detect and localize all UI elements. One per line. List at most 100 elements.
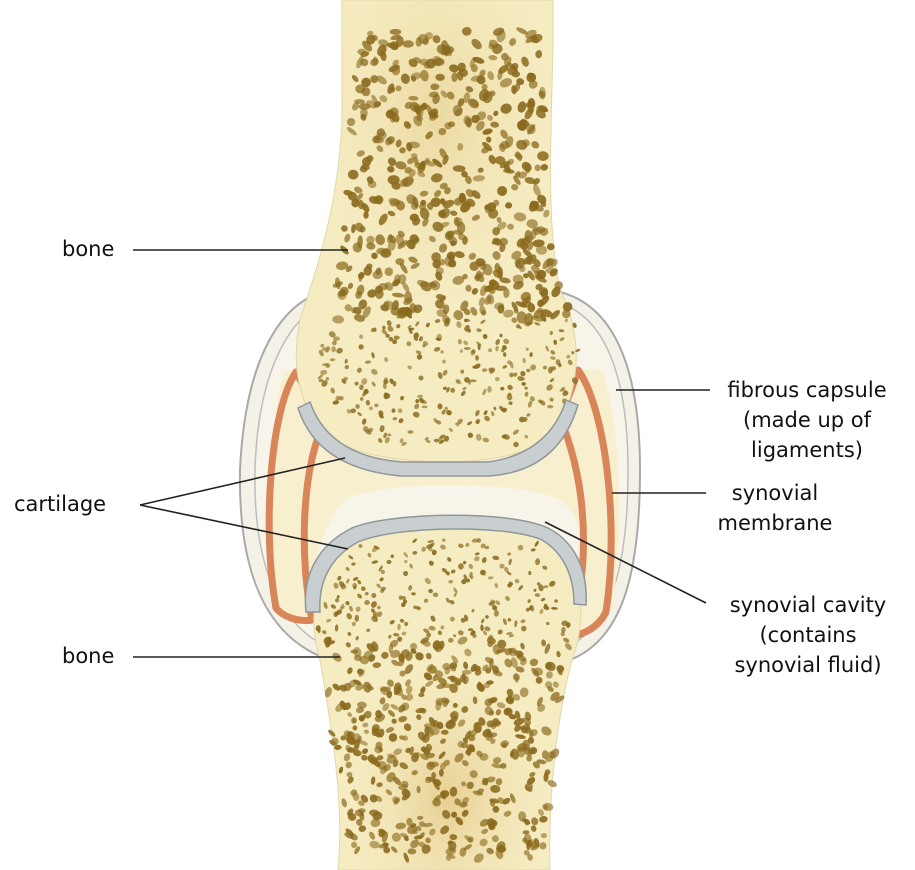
- bone-pore: [358, 299, 368, 310]
- bone-pore: [526, 124, 536, 135]
- bone-pore: [413, 337, 419, 341]
- bone-pore: [358, 334, 364, 339]
- bone-pore: [533, 588, 537, 592]
- bone-pore: [423, 628, 430, 634]
- bone-pore: [490, 784, 501, 793]
- bone-pore: [400, 73, 410, 84]
- bone-pore: [535, 245, 548, 255]
- bone-pore: [531, 817, 539, 826]
- bone-pore: [433, 782, 440, 791]
- bone-pore: [371, 369, 378, 375]
- bone-pore: [546, 258, 558, 268]
- bone-pore: [447, 557, 452, 562]
- bone-pore: [393, 685, 402, 696]
- bone-pore: [464, 377, 470, 383]
- bone-pore: [371, 252, 378, 260]
- label-synovial-membrane: synovial membrane: [700, 478, 850, 538]
- bone-pore: [403, 121, 412, 129]
- bone-pore: [416, 714, 422, 720]
- bone-pore: [367, 552, 372, 558]
- bone-pore: [359, 655, 369, 665]
- bone-pore: [398, 418, 404, 424]
- bone-pore: [400, 832, 409, 839]
- bone-pore: [499, 333, 503, 338]
- bone-pore: [408, 585, 413, 591]
- bone-pore: [395, 822, 406, 830]
- bone-pore: [332, 683, 341, 691]
- bone-pore: [404, 101, 413, 109]
- bone-pore: [524, 434, 529, 439]
- bone-pore: [353, 740, 360, 751]
- bone-pore: [401, 694, 408, 701]
- bone-pore: [474, 556, 480, 562]
- bone-pore: [527, 302, 536, 313]
- bone-pore: [496, 216, 502, 223]
- bone-pore: [399, 618, 405, 623]
- bone-pore: [537, 194, 547, 204]
- bone-pore: [554, 599, 558, 603]
- bone-pore: [350, 408, 357, 414]
- bone-pore: [543, 209, 550, 218]
- bone-pore: [494, 302, 505, 310]
- bone-pore: [412, 538, 418, 543]
- bone-pore: [324, 346, 331, 353]
- bone-pore: [407, 365, 412, 370]
- bone-pore: [435, 73, 445, 81]
- bone-pore: [464, 318, 468, 323]
- bone-pore: [414, 403, 420, 410]
- bone-pore: [439, 640, 445, 650]
- bone-pore: [454, 217, 463, 227]
- bone-pore: [371, 616, 378, 623]
- bone-pore: [439, 768, 444, 777]
- bone-pore: [333, 336, 340, 342]
- bone-pore: [366, 684, 374, 691]
- bone-pore: [378, 410, 384, 417]
- bone-pore: [490, 121, 500, 128]
- bone-pore: [485, 656, 493, 664]
- bone-pore: [380, 50, 387, 62]
- bone-pore: [330, 737, 339, 746]
- bone-pore: [367, 30, 374, 36]
- bone-pore: [362, 426, 369, 432]
- bone-pore: [346, 771, 353, 778]
- bone-pore: [392, 339, 398, 345]
- bone-pore: [431, 772, 437, 780]
- bone-pore: [323, 602, 328, 609]
- bone-pore: [370, 818, 381, 828]
- bone-pore: [488, 279, 497, 287]
- bone-pore: [481, 777, 489, 786]
- bone-pore: [526, 777, 536, 785]
- bone-pore: [527, 737, 535, 744]
- bone-pore: [353, 314, 365, 322]
- bone-pore: [432, 158, 443, 168]
- bone-pore: [344, 358, 348, 364]
- bone-pore: [460, 369, 465, 374]
- bone-pore: [542, 804, 549, 810]
- bone-pore: [385, 789, 393, 796]
- bone-pore: [384, 392, 391, 399]
- bone-pore: [524, 163, 531, 174]
- bone-pore: [477, 343, 481, 351]
- bone-pore: [461, 760, 469, 767]
- bone-pore: [507, 384, 513, 390]
- bone-pore: [410, 642, 418, 650]
- bone-pore: [525, 607, 530, 612]
- cartilage-top: [297, 398, 579, 477]
- bone-pore: [475, 409, 480, 417]
- bone-pore: [405, 679, 411, 687]
- bone-pore: [375, 234, 386, 246]
- bone-pore: [361, 77, 371, 88]
- bone-pore: [397, 408, 403, 414]
- bone-pore: [351, 841, 358, 849]
- bone-pore: [575, 348, 581, 353]
- bone-pore: [450, 240, 457, 247]
- bone-pore: [549, 580, 556, 587]
- bone-pore: [334, 598, 340, 603]
- bone-pore: [438, 751, 446, 760]
- bone-pore: [454, 108, 463, 117]
- bone-pore: [465, 117, 472, 128]
- bone-bottom-pores: [315, 538, 572, 863]
- bone-pore: [438, 210, 446, 218]
- bone-pore: [544, 769, 551, 776]
- bone-pore: [475, 433, 482, 441]
